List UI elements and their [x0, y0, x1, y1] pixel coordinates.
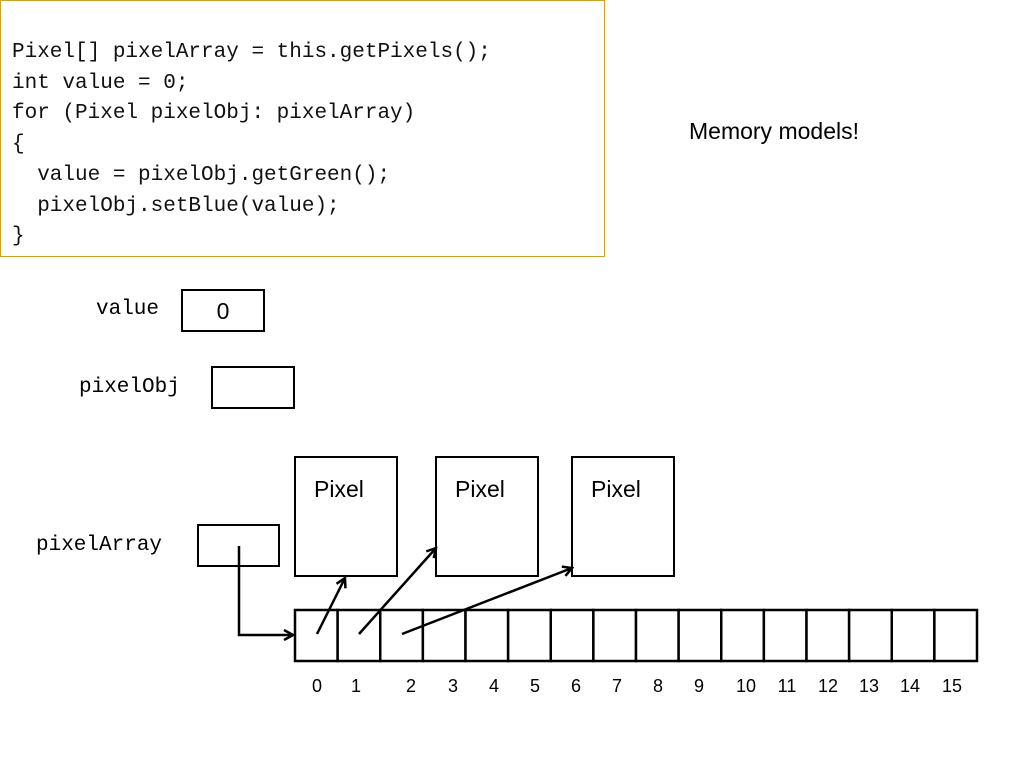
- array-cell: [890, 608, 936, 663]
- array-index-label: 7: [611, 676, 623, 696]
- pixel-object: Pixel: [435, 456, 539, 577]
- array-index-label: 13: [858, 676, 880, 696]
- array-index-label: 15: [941, 676, 963, 696]
- array-cell: [720, 608, 766, 663]
- array-cell: [549, 608, 595, 663]
- pixel-object-label: Pixel: [455, 476, 505, 502]
- element-1-reference-arrow: [358, 548, 436, 635]
- pixelobj-box: [211, 366, 295, 409]
- code-line: Pixel[] pixelArray = this.getPixels();: [12, 41, 491, 64]
- array-cell: [506, 608, 552, 663]
- array-cell: [847, 608, 893, 663]
- array-index-label: 11: [777, 676, 797, 696]
- array-cell: [933, 608, 979, 663]
- element-2-reference-arrow: [401, 568, 572, 636]
- array-cell: [677, 608, 723, 663]
- value-box: 0: [181, 289, 265, 332]
- pixel-object: Pixel: [294, 456, 398, 577]
- code-line: for (Pixel pixelObj: pixelArray): [12, 102, 416, 126]
- code-block: Pixel[] pixelArray = this.getPixels(); in…: [12, 38, 491, 253]
- pixelarray-label: pixelArray: [36, 534, 163, 557]
- array-cell: [762, 608, 808, 663]
- array-index-label: 5: [529, 676, 541, 696]
- code-line: pixelObj.setBlue(value);: [12, 194, 340, 218]
- pixelobj-label: pixelObj: [79, 376, 180, 399]
- code-box: Pixel[] pixelArray = this.getPixels(); in…: [0, 0, 605, 257]
- array-index-label: 0: [311, 676, 323, 696]
- code-line: }: [12, 225, 25, 249]
- pixelarray-reference-arrow: [237, 546, 293, 635]
- array-cell: [805, 608, 851, 663]
- value-content: 0: [216, 298, 230, 324]
- code-line: {: [12, 133, 25, 157]
- code-line: value = pixelObj.getGreen();: [12, 163, 391, 187]
- array-cell: [293, 608, 339, 663]
- array-cell: [379, 608, 425, 663]
- value-label: value: [96, 298, 160, 321]
- array-index-label: 12: [817, 676, 839, 696]
- slide-title: Memory models!: [689, 118, 859, 144]
- array-index-label: 1: [350, 676, 362, 696]
- pixel-object: Pixel: [571, 456, 675, 577]
- array-index-label: 14: [899, 676, 921, 696]
- element-0-reference-arrow: [315, 578, 345, 635]
- pixel-array: [293, 608, 979, 663]
- array-cell: [634, 608, 680, 663]
- array-index-label: 9: [693, 676, 705, 696]
- array-index-label: 3: [447, 676, 459, 696]
- array-index-label: 4: [488, 676, 500, 696]
- array-cell: [464, 608, 510, 663]
- code-line: int value = 0;: [12, 71, 189, 95]
- array-index-label: 6: [570, 676, 582, 696]
- array-cell: [592, 608, 638, 663]
- array-index-label: 8: [652, 676, 664, 696]
- array-index-label: 2: [405, 676, 417, 696]
- pixel-object-label: Pixel: [314, 476, 364, 502]
- pixel-object-label: Pixel: [591, 476, 641, 502]
- array-index-label: 10: [735, 676, 757, 696]
